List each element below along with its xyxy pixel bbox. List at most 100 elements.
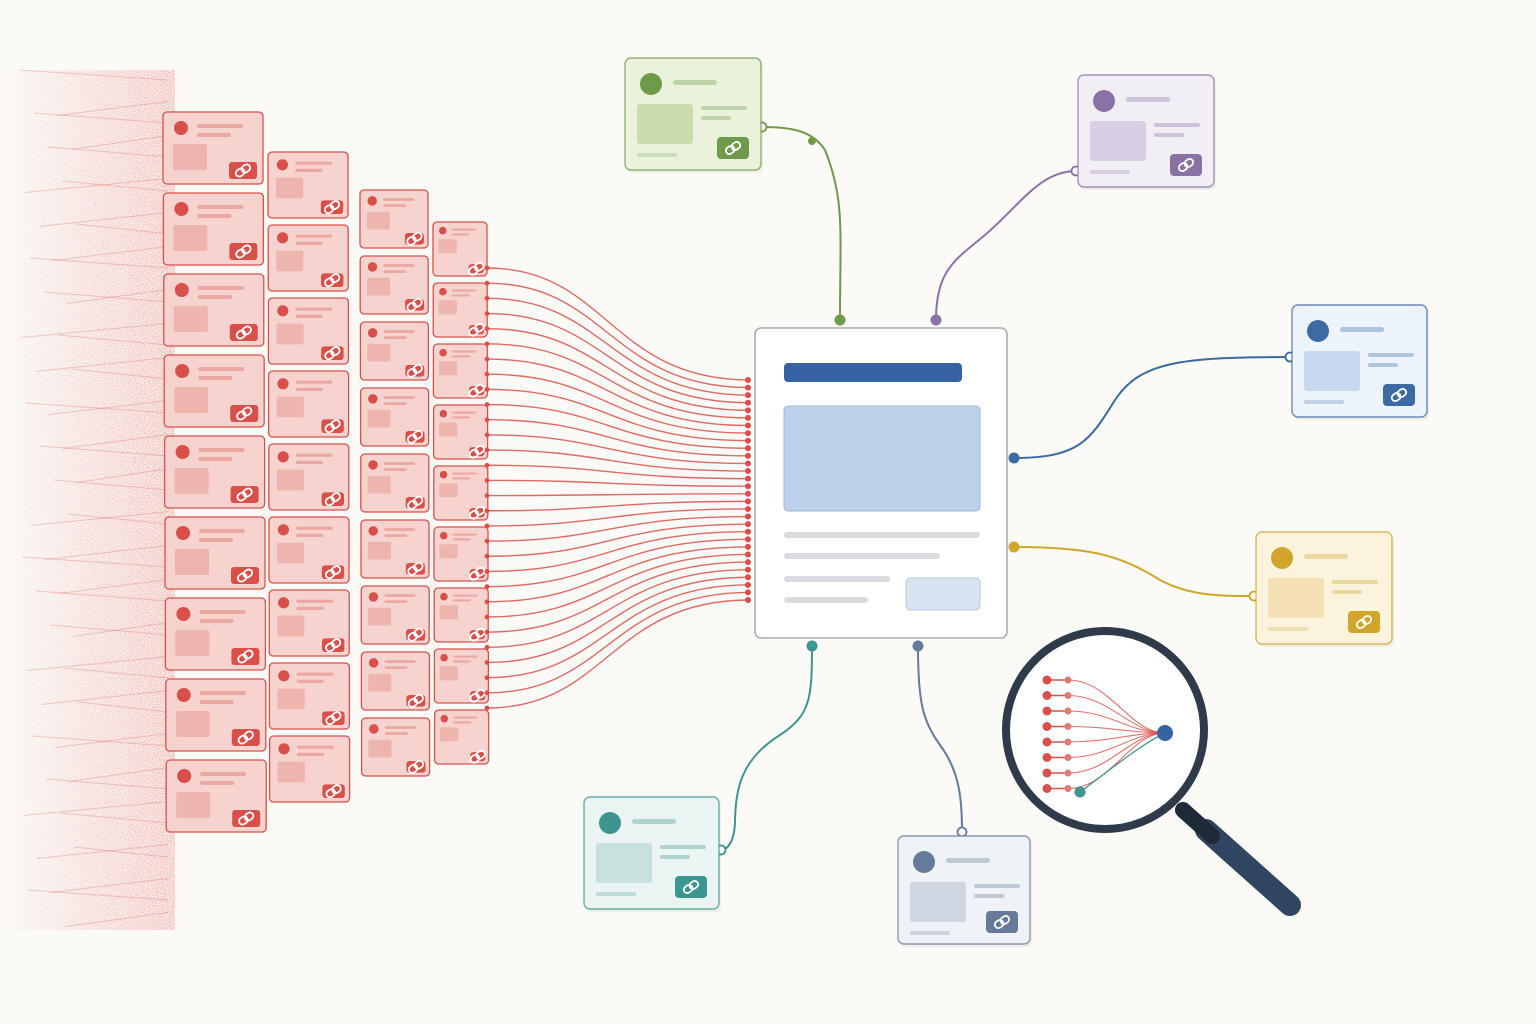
spam-link-origin [484, 280, 490, 286]
spam-card-text-line [200, 781, 235, 785]
blue-card-text-line [1304, 400, 1344, 404]
avatar-icon [278, 743, 290, 755]
spam-streak [45, 778, 169, 790]
link-icon-loop [324, 277, 335, 288]
link-icon-loop [324, 350, 335, 361]
avatar-icon [277, 232, 289, 244]
link-icon [325, 711, 342, 726]
link-icon [1177, 158, 1195, 172]
spam-card-image [173, 144, 207, 170]
spam-card-link-badge [406, 695, 426, 707]
spam-card-image [276, 323, 304, 345]
spam-card-image [277, 761, 305, 783]
spam-card-image [368, 607, 392, 626]
green-card-text-line [637, 153, 677, 157]
spam-card-text-line [383, 468, 408, 471]
spam-link-origin [484, 538, 490, 544]
link-icon-loop [406, 235, 417, 246]
link-icon-loop [469, 692, 480, 703]
spam-streak [76, 468, 169, 483]
link-icon-loop [407, 697, 419, 708]
link-icon-loop [241, 244, 252, 255]
spam-card [267, 297, 350, 365]
teal-card-text-line [660, 845, 706, 849]
spam-card-text-line [295, 241, 323, 245]
spam-card-text-line [296, 533, 324, 537]
link-icon-loop [330, 492, 341, 503]
spam-card-image [440, 727, 459, 742]
spam-card-text-line [296, 679, 324, 683]
link-icon [406, 297, 423, 312]
spam-card [359, 321, 430, 381]
spam-card [360, 519, 430, 579]
spam-streak [61, 180, 169, 192]
link-icon-loop [1361, 615, 1373, 625]
spam-streak [68, 767, 169, 782]
link-icon-loop [331, 711, 342, 722]
link-icon [236, 406, 253, 421]
spam-link-line [486, 500, 751, 512]
spam-link-origin [484, 705, 490, 711]
spam-card-image [439, 605, 458, 620]
spam-streak [40, 690, 169, 705]
central-page-text-line [784, 597, 868, 603]
link-icon-loop [240, 163, 252, 174]
spam-card-link-badge [231, 729, 260, 746]
link-icon-loop [412, 363, 423, 374]
link-icon-loop [469, 631, 480, 642]
spam-card-text-line [452, 477, 471, 480]
link-icon-loop [473, 261, 485, 272]
link-icon [407, 561, 424, 576]
spam-card-text-line [199, 700, 234, 704]
avatar-icon [440, 714, 449, 723]
green-card [624, 57, 763, 173]
avatar-icon [176, 526, 190, 540]
spam-card [268, 662, 351, 730]
spam-card-link-badge [321, 565, 345, 579]
spam-link-line [486, 358, 751, 427]
spam-card [433, 465, 489, 521]
blue-card-connector-node [1008, 452, 1020, 464]
spam-card-image [438, 300, 457, 315]
lens-link-node [1064, 692, 1072, 699]
spam-card-text-line [197, 295, 232, 299]
spam-link-origin [484, 660, 490, 665]
spam-link-line [486, 327, 751, 412]
spam-card-image [367, 343, 391, 362]
spam-card [163, 273, 265, 347]
spam-card [268, 516, 350, 584]
link-icon [682, 880, 700, 894]
spam-streak [30, 511, 169, 526]
spam-streak [77, 701, 169, 713]
link-icon-loop [241, 406, 253, 417]
yellow-card-connector [1013, 546, 1255, 597]
blue-card-text-line [1368, 363, 1398, 367]
lens-link-node [1064, 707, 1072, 715]
avatar-icon [368, 460, 378, 470]
spam-card-image [276, 469, 304, 491]
link-icon-loop [474, 566, 486, 577]
link-icon [325, 784, 342, 799]
link-icon-loop [330, 346, 341, 357]
spam-card-link-badge [322, 711, 345, 725]
spam-streak [39, 445, 169, 457]
spam-card-image [438, 361, 458, 376]
link-icon-loop [407, 499, 418, 510]
central-page-image [783, 405, 981, 512]
teal-card-connector [720, 645, 813, 851]
yellow-card-text-line [1332, 590, 1362, 594]
avatar-icon [369, 724, 379, 734]
link-icon [234, 163, 252, 178]
spam-card-link-badge [405, 365, 425, 377]
spam-card-text-line [296, 460, 324, 464]
spam-card [267, 151, 349, 219]
spam-card-image [173, 225, 208, 251]
spam-card-text-line [198, 367, 245, 371]
link-icon [407, 759, 425, 774]
avatar-icon [177, 769, 192, 783]
spam-streak [72, 622, 169, 637]
spam-card-text-line [383, 198, 415, 201]
spam-card-text-line [452, 655, 478, 658]
avatar-icon [440, 653, 448, 662]
